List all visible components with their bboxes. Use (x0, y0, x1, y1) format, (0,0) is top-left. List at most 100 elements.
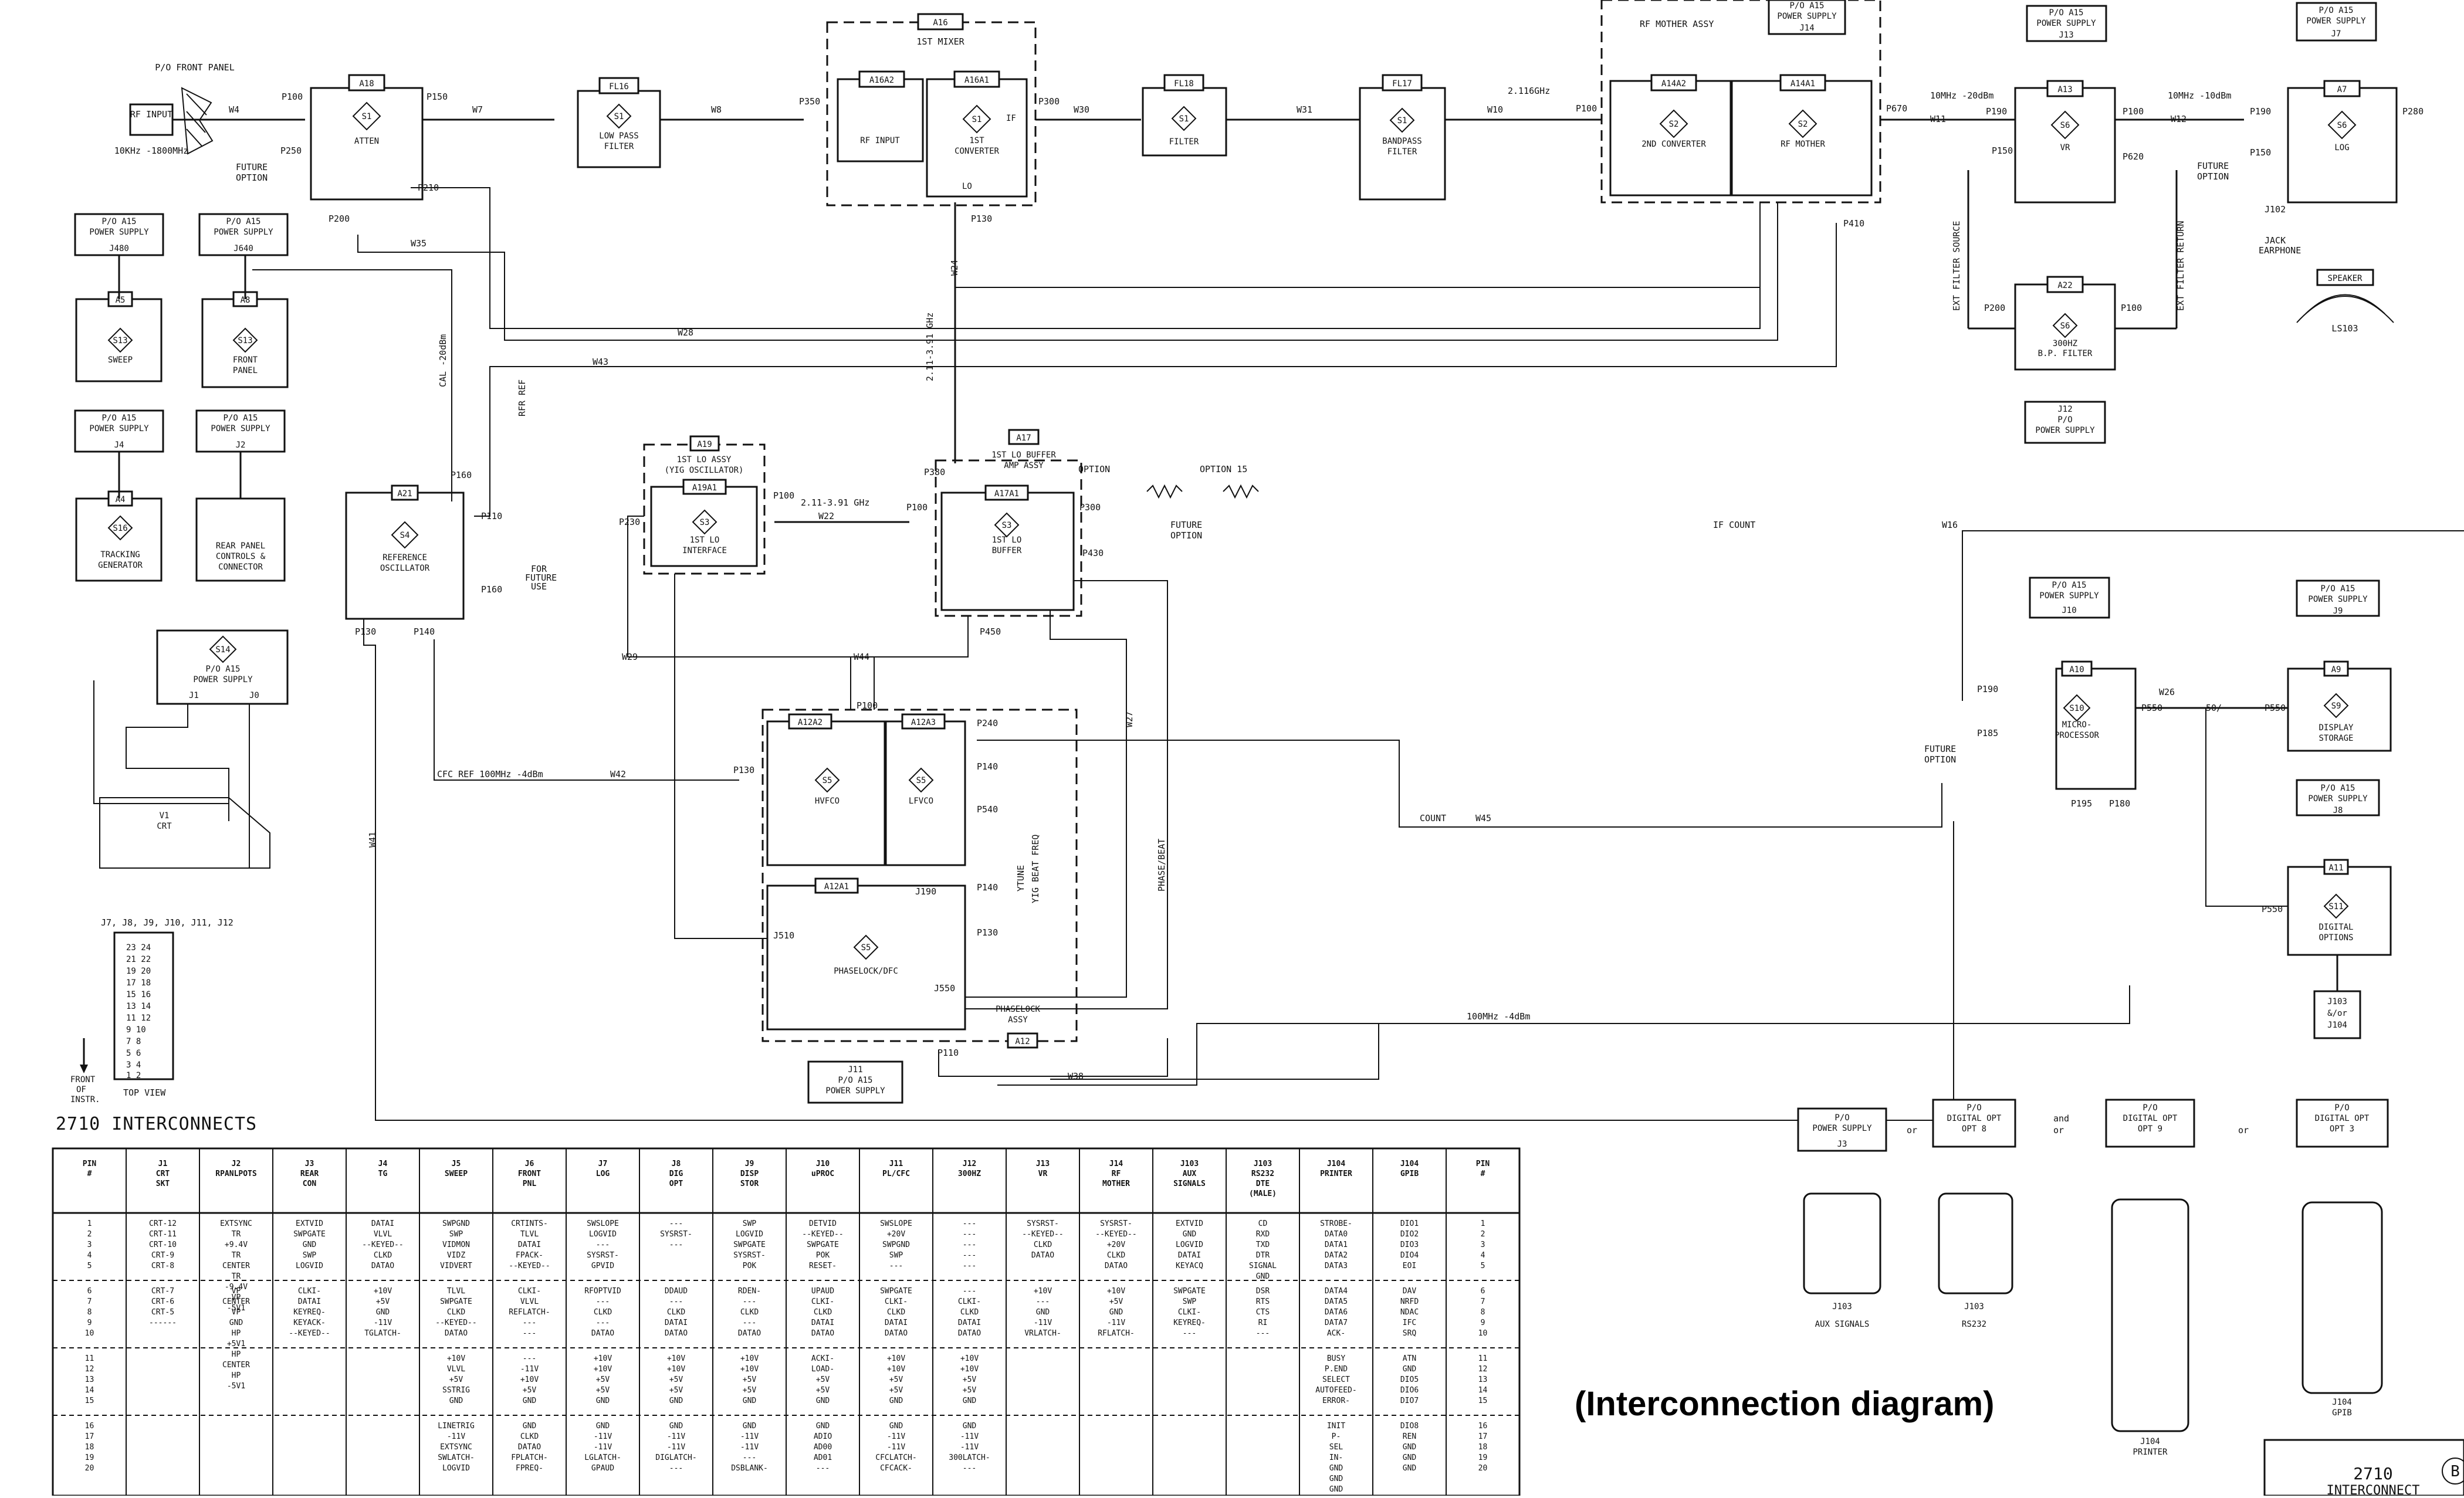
svg-text:J510: J510 (773, 930, 794, 941)
svg-text:W29: W29 (622, 652, 638, 662)
fl17-diamond-icon (1389, 107, 1415, 133)
svg-text:SWEEP: SWEEP (108, 355, 133, 365)
svg-text:W44: W44 (854, 652, 869, 662)
svg-text:10MHz -20dBm: 10MHz -20dBm (1930, 90, 1993, 101)
svg-text:J7, J8, J9, J10, J11, J12: J7, J8, J9, J10, J11, J12 (101, 917, 233, 928)
a17a1-diamond-icon (994, 512, 1020, 538)
svg-text:J14: J14 (1799, 23, 1814, 33)
svg-text:P190: P190 (1977, 684, 1998, 694)
a12a3-block (885, 720, 966, 866)
a16a1-diamond-icon (962, 104, 991, 134)
svg-text:5 6: 5 6 (126, 1049, 141, 1058)
a14-rf-mother-group: RF MOTHER ASSY A14A2 S2 2ND CONVERTER A1… (1576, 0, 1907, 229)
svg-text:100MHz -4dBm: 100MHz -4dBm (1467, 1011, 1530, 1022)
svg-text:P/O A15: P/O A15 (838, 1076, 872, 1085)
fl16-diamond-icon (606, 103, 632, 129)
svg-text:P/O A15: P/O A15 (2320, 784, 2355, 793)
a19a1-block (650, 486, 758, 567)
svg-text:P280: P280 (2402, 106, 2424, 117)
svg-text:2710: 2710 (2353, 1464, 2392, 1483)
a14a2-block (1609, 80, 1732, 196)
svg-text:A14A1: A14A1 (1791, 79, 1815, 89)
svg-text:P550: P550 (2262, 904, 2283, 914)
a14a2-diamond-icon (1659, 109, 1688, 138)
svg-text:RF INPUT: RF INPUT (860, 136, 900, 145)
svg-text:or: or (2053, 1125, 2064, 1136)
svg-text:P350: P350 (799, 96, 820, 107)
svg-text:J550: J550 (934, 983, 955, 994)
pin-table-cell: GND-11V-11V---DSBLANK- (731, 1422, 768, 1473)
svg-text:J7: J7 (2331, 29, 2341, 39)
svg-text:B.P. FILTER: B.P. FILTER (2038, 349, 2093, 358)
svg-text:V1: V1 (160, 811, 170, 821)
svg-text:P100: P100 (857, 700, 878, 711)
svg-text:W43: W43 (593, 357, 608, 367)
svg-text:P100: P100 (2123, 106, 2144, 117)
svg-text:S10: S10 (2069, 704, 2084, 713)
svg-text:POWER SUPPLY: POWER SUPPLY (193, 675, 253, 684)
svg-text:P150: P150 (427, 91, 448, 102)
svg-text:W38: W38 (1068, 1071, 1084, 1082)
svg-text:FILTER: FILTER (604, 142, 634, 151)
svg-text:J11: J11 (848, 1065, 862, 1075)
svg-text:P150: P150 (1992, 145, 2013, 156)
svg-text:B: B (2451, 1463, 2460, 1480)
svg-text:A12A3: A12A3 (911, 718, 936, 727)
a5-diamond-icon (107, 327, 133, 353)
svg-text:RFR REF: RFR REF (517, 379, 527, 416)
svg-text:W24: W24 (949, 260, 960, 276)
svg-text:J9: J9 (2333, 606, 2343, 616)
a12a2-diamond-icon (814, 767, 840, 793)
svg-text:MICRO-: MICRO- (2062, 720, 2092, 730)
svg-text:FUTURE: FUTURE (236, 162, 268, 172)
svg-text:and: and (2053, 1113, 2069, 1124)
svg-text:REAR PANEL: REAR PANEL (216, 541, 265, 551)
svg-text:BANDPASS: BANDPASS (1382, 137, 1421, 146)
a14-power-block (156, 629, 289, 705)
svg-text:A12A2: A12A2 (798, 718, 823, 727)
svg-text:P380: P380 (924, 467, 945, 477)
svg-text:FRONT: FRONT (70, 1075, 96, 1084)
fl16-group: FL16 S1 LOW PASS FILTER W8 (577, 77, 804, 168)
svg-text:POWER SUPPLY: POWER SUPPLY (89, 424, 149, 433)
svg-text:P140: P140 (977, 882, 998, 893)
svg-text:S2: S2 (1798, 120, 1808, 129)
svg-text:P110: P110 (937, 1048, 959, 1058)
svg-text:POWER SUPPLY: POWER SUPPLY (89, 228, 149, 237)
svg-text:USE: USE (531, 581, 547, 592)
svg-text:J2: J2 (236, 440, 246, 450)
svg-text:A11: A11 (2328, 863, 2343, 873)
svg-text:EARPHONE: EARPHONE (2259, 245, 2301, 256)
svg-text:1ST LO: 1ST LO (690, 536, 720, 545)
svg-text:LOG: LOG (2334, 143, 2349, 152)
svg-text:W31: W31 (1297, 104, 1312, 115)
a9-block (2287, 667, 2392, 752)
svg-text:P130: P130 (977, 927, 998, 938)
svg-text:OPT 9: OPT 9 (2138, 1124, 2162, 1134)
svg-text:1ST LO: 1ST LO (992, 536, 1022, 545)
svg-text:P195: P195 (2071, 798, 2092, 809)
a18-id: A18 (359, 79, 374, 89)
svg-text:GENERATOR: GENERATOR (98, 561, 143, 570)
svg-text:P100: P100 (906, 502, 928, 513)
svg-text:A4: A4 (116, 495, 126, 504)
rf-input-box (129, 103, 174, 136)
connector-top-view: J7, J8, J9, J10, J11, J12 23 24 21 22 19… (70, 917, 233, 1104)
svg-text:A21: A21 (397, 489, 412, 499)
svg-text:S3: S3 (1002, 521, 1012, 530)
j103-aux-face (1803, 1192, 1881, 1294)
